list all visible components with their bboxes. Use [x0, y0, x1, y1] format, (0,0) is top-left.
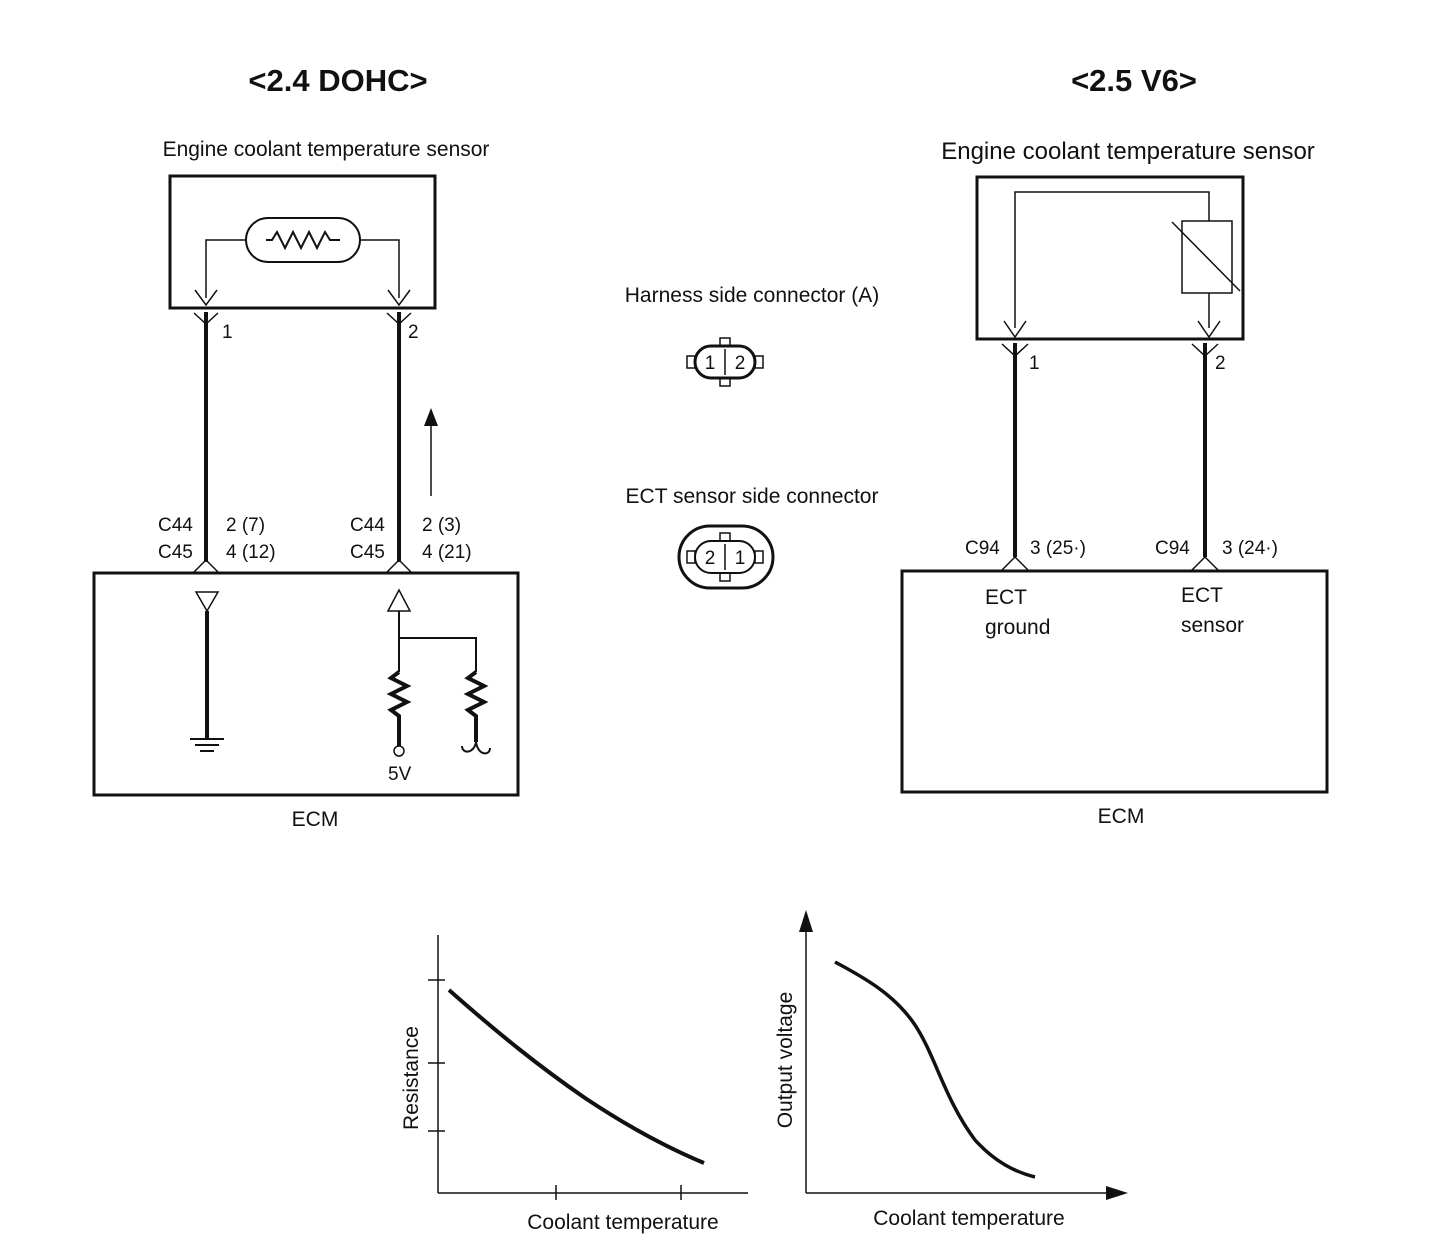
left-ecm-label: ECM — [292, 808, 339, 831]
resistance-ylabel: Resistance — [400, 1026, 423, 1130]
left-conn-a-line2: C45 — [158, 542, 193, 563]
resistance-graph — [428, 935, 748, 1200]
left-pin-2: 2 — [408, 322, 419, 343]
left-pin-1: 1 — [222, 322, 233, 343]
right-ecm-label: ECM — [1098, 805, 1145, 828]
resistance-xlabel: Coolant temperature — [527, 1211, 718, 1234]
voltage-xlabel: Coolant temperature — [873, 1207, 1064, 1230]
right-conn-b-name: C94 — [1155, 538, 1190, 559]
left-title: <2.4 DOHC> — [248, 63, 427, 98]
left-ecm-box — [92, 558, 520, 797]
left-sensor-label: Engine coolant temperature sensor — [163, 138, 490, 161]
left-conn-b-line2: C45 — [350, 542, 385, 563]
resistance-curve — [447, 988, 705, 1165]
ect-pin-left: 2 — [705, 548, 716, 569]
left-current-arrow — [424, 408, 438, 496]
right-sensor-label: Engine coolant temperature sensor — [941, 138, 1315, 165]
harness-connector-label: Harness side connector (A) — [625, 284, 879, 307]
ect-sensor-connector — [677, 524, 775, 590]
sense-resistor — [463, 670, 489, 742]
left-conn-b-pins1: 2 (3) — [422, 515, 461, 536]
right-ecm-box — [900, 555, 1329, 794]
pullup-circuit — [386, 588, 491, 757]
left-wire-2 — [386, 312, 412, 562]
ect-connector-label: ECT sensor side connector — [626, 485, 879, 508]
ect-ground-line1: ECT — [985, 586, 1027, 609]
right-conn-a-pins: 3 (25·) — [1030, 538, 1086, 559]
ect-pin-right: 1 — [735, 548, 746, 569]
voltage-curve — [834, 960, 1036, 1179]
left-conn-b-line1: C44 — [350, 515, 385, 536]
left-wire-1 — [193, 312, 219, 562]
voltage-ylabel: Output voltage — [774, 992, 797, 1129]
left-sensor-box — [168, 174, 437, 310]
left-conn-a-line1: C44 — [158, 515, 193, 536]
left-conn-a-pins2: 4 (12) — [226, 542, 276, 563]
right-thermistor — [1181, 220, 1233, 294]
ect-ground-line2: ground — [985, 616, 1050, 639]
right-pin-1: 1 — [1029, 353, 1040, 374]
right-conn-b-pins: 3 (24·) — [1222, 538, 1278, 559]
harness-connector — [686, 337, 764, 387]
pullup-resistor — [386, 670, 412, 746]
right-wire-1 — [1001, 343, 1029, 557]
right-pin-2: 2 — [1215, 353, 1226, 374]
voltage-x-arrow — [1106, 1186, 1128, 1200]
left-supply-label: 5V — [388, 764, 412, 785]
right-sensor-box — [975, 175, 1245, 341]
right-title: <2.5 V6> — [1071, 63, 1197, 98]
ect-sensor-line1: ECT — [1181, 584, 1223, 607]
voltage-graph — [799, 910, 1128, 1200]
voltage-y-arrow — [799, 910, 813, 932]
ground-symbol — [190, 591, 224, 752]
ect-sensor-line2: sensor — [1181, 614, 1244, 637]
left-thermistor-body — [245, 217, 361, 263]
left-conn-b-pins2: 4 (21) — [422, 542, 472, 563]
left-conn-a-pins1: 2 (7) — [226, 515, 265, 536]
left-thermistor-resistor — [266, 229, 340, 251]
right-wire-2 — [1191, 343, 1219, 557]
harness-pin-left: 1 — [705, 353, 716, 374]
harness-pin-right: 2 — [735, 353, 746, 374]
right-conn-a-name: C94 — [965, 538, 1000, 559]
